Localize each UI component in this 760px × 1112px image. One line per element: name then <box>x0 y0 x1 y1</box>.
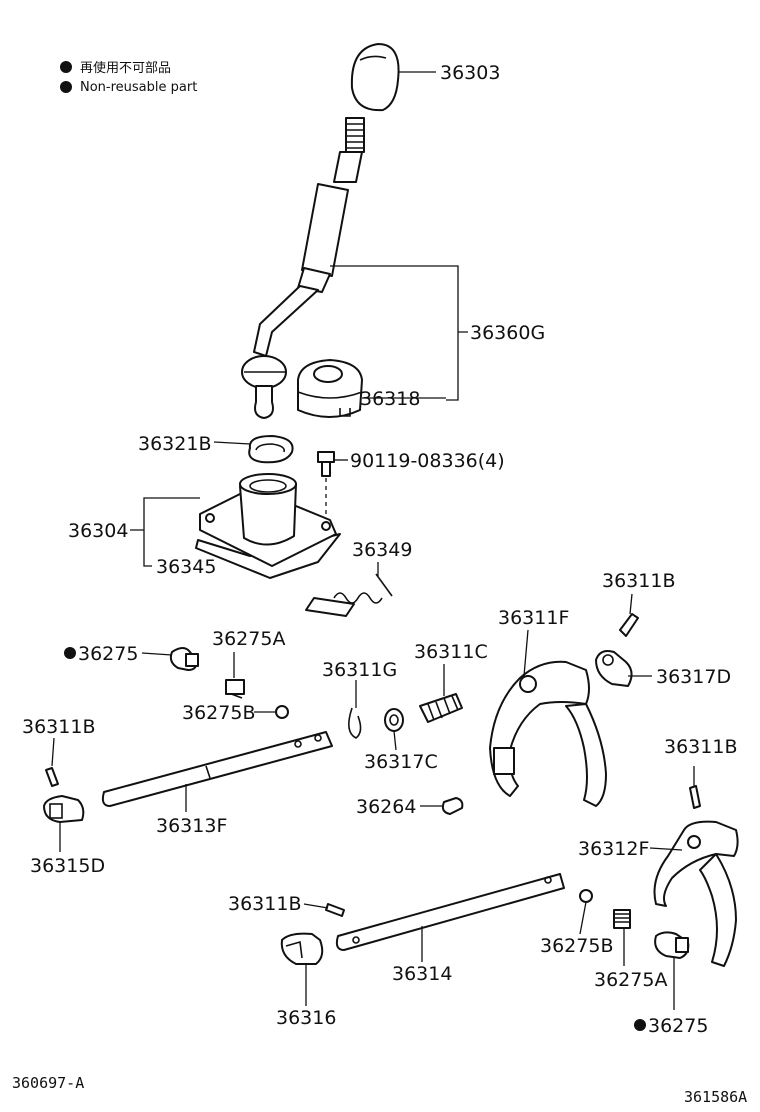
legend-bullet-icon <box>60 81 72 93</box>
part-label-36311B: 36311B <box>228 893 301 915</box>
part-label-36349: 36349 <box>352 539 412 561</box>
leader-36311B-b <box>51 737 55 767</box>
shift-head-36317D-drawing <box>595 650 633 687</box>
part-label-36316: 36316 <box>276 1007 336 1029</box>
bracket-36304 <box>130 497 200 567</box>
part-label-36275B: 36275B <box>540 935 613 957</box>
figure-code-left: 360697-A <box>12 1074 84 1092</box>
leader-36275-a <box>141 652 173 656</box>
legend: 再使用不可部品 Non-reusable part <box>60 60 197 95</box>
part-label-36303: 36303 <box>440 62 500 84</box>
legend-item-en: Non-reusable part <box>80 80 197 95</box>
leader-36311B-d <box>303 903 329 909</box>
part-label-36275B: 36275B <box>182 702 255 724</box>
figure-code-right: 361586A <box>684 1088 747 1106</box>
shift-head-36315D-drawing <box>43 795 85 823</box>
part-label-36275: 36275 <box>648 1015 708 1037</box>
part-label-36275A: 36275A <box>594 969 667 991</box>
pin-36311B-a-drawing <box>619 613 639 637</box>
part-label-36312F: 36312F <box>578 838 649 860</box>
pin-36311B-b-drawing <box>45 767 59 787</box>
part-label-36321B: 36321B <box>138 433 211 455</box>
part-label-36311C: 36311C <box>414 641 488 663</box>
shift-fork-36311F-drawing <box>489 660 607 807</box>
part-label-36264: 36264 <box>356 796 416 818</box>
leader-36321B <box>213 441 251 445</box>
leader-36311B-a <box>629 593 633 615</box>
leader-36317C <box>393 730 397 751</box>
part-label-90119: 90119-08336(4) <box>350 450 505 472</box>
pin-36264-drawing <box>441 797 464 815</box>
retainer-housing-drawing <box>195 473 341 579</box>
shaft-36314-drawing <box>335 873 565 951</box>
plug-36275-b-drawing <box>654 931 690 959</box>
part-label-36317D: 36317D <box>656 666 731 688</box>
ball-36275B-a-drawing <box>275 705 289 719</box>
bolt-drawing <box>317 451 335 520</box>
non-reusable-marker-icon <box>64 647 76 659</box>
leader-36311F <box>523 629 529 677</box>
shaft-36313F-drawing <box>101 731 333 807</box>
part-label-36311B: 36311B <box>664 736 737 758</box>
part-label-36314: 36314 <box>392 963 452 985</box>
pin-36311B-c-drawing <box>689 785 701 809</box>
clip-36311G-drawing <box>348 707 362 739</box>
part-label-36318: 36318 <box>360 388 420 410</box>
snap-ring-drawing <box>248 435 294 464</box>
part-label-36360G: 36360G <box>470 322 545 344</box>
leader-36312F <box>649 847 683 851</box>
part-label-36311B: 36311B <box>602 570 675 592</box>
non-reusable-marker-icon <box>634 1019 646 1031</box>
legend-item-jp: 再使用不可部品 <box>80 60 171 76</box>
leader-36275B-b <box>579 901 587 935</box>
pin-36311B-d-drawing <box>325 903 345 917</box>
part-label-36304: 36304 <box>68 520 128 542</box>
ball-36275B-b-drawing <box>579 889 593 903</box>
spring-36275A-a-drawing <box>225 679 245 699</box>
part-label-36311G: 36311G <box>322 659 397 681</box>
part-label-36311F: 36311F <box>498 607 569 629</box>
shift-lever-drawing <box>241 117 365 419</box>
spring-36275A-b-drawing <box>613 909 631 929</box>
shift-knob-drawing <box>350 43 400 112</box>
part-label-36275A: 36275A <box>212 628 285 650</box>
part-label-36315D: 36315D <box>30 855 105 877</box>
bushing-36318-drawing <box>297 359 363 418</box>
part-label-36313F: 36313F <box>156 815 227 837</box>
part-label-36275: 36275 <box>78 643 138 665</box>
spring-36311C-drawing <box>419 693 463 723</box>
plug-36275-a-drawing <box>169 647 199 671</box>
shift-head-36316-drawing <box>280 932 324 965</box>
bracket-36360G <box>330 265 468 401</box>
spring-36349-drawing <box>305 573 393 617</box>
washer-36317C-drawing <box>384 708 404 732</box>
shift-fork-36312F-drawing <box>653 820 739 967</box>
part-label-36317C: 36317C <box>364 751 438 773</box>
legend-bullet-icon <box>60 61 72 73</box>
part-label-36345: 36345 <box>156 556 216 578</box>
part-label-36311B: 36311B <box>22 716 95 738</box>
